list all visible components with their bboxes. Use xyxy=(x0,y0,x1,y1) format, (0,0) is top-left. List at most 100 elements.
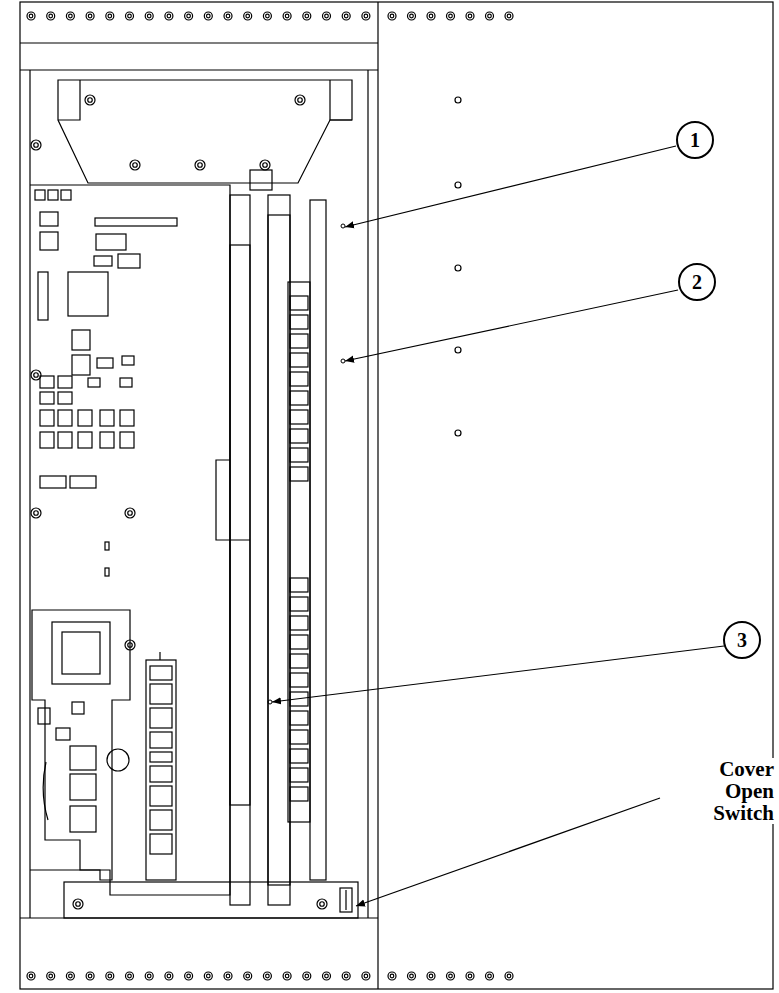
drawing-part xyxy=(88,98,93,103)
drawing-part xyxy=(128,511,133,516)
drawing-part xyxy=(325,974,329,978)
mount-hole xyxy=(341,224,345,228)
drawing-part xyxy=(40,376,54,388)
leader-line xyxy=(272,646,724,702)
drawing-part xyxy=(66,12,74,20)
processor-chip xyxy=(68,272,108,316)
drawing-part xyxy=(34,373,39,378)
drawing-part xyxy=(167,974,171,978)
drawing-part xyxy=(165,972,173,980)
drawing-part xyxy=(34,143,39,148)
component xyxy=(72,702,84,714)
drawing-part xyxy=(263,972,271,980)
drawing-part xyxy=(283,12,291,20)
drawing-part xyxy=(145,12,153,20)
drawing-part xyxy=(167,14,171,18)
component xyxy=(70,774,96,800)
component xyxy=(122,356,134,365)
drawing-part xyxy=(27,12,35,20)
drawing-part xyxy=(185,12,193,20)
drawing-part xyxy=(408,972,416,980)
drawing-part xyxy=(427,972,435,980)
drawing-part xyxy=(130,160,140,170)
drawing-part xyxy=(204,12,212,20)
chip xyxy=(96,234,126,250)
drawing-part xyxy=(505,12,513,20)
drawing-part xyxy=(455,347,461,353)
drawing-part xyxy=(150,834,172,854)
drawing-part xyxy=(362,12,370,20)
drawing-part xyxy=(120,432,134,448)
drawing-part xyxy=(226,14,230,18)
drawing-part xyxy=(100,410,114,426)
drawing-part xyxy=(204,972,212,980)
component xyxy=(88,378,100,387)
drawing-part xyxy=(303,12,311,20)
drawing-part xyxy=(455,347,461,353)
drawing-part xyxy=(290,391,308,405)
chip xyxy=(72,355,90,375)
drawing-part xyxy=(290,616,308,630)
drawing-part xyxy=(58,392,72,404)
drawing-part xyxy=(447,12,455,20)
drawing-part xyxy=(76,902,81,907)
clip xyxy=(250,170,272,190)
drawing-part xyxy=(455,182,461,188)
drawing-part xyxy=(290,410,308,424)
drawing-part xyxy=(317,899,327,909)
terminal-strip xyxy=(288,282,310,822)
drawing-part xyxy=(455,265,461,271)
drawing-part xyxy=(125,508,135,518)
drawing-part xyxy=(283,972,291,980)
drawing-part xyxy=(364,974,368,978)
drawing-part xyxy=(427,12,435,20)
drawing-part xyxy=(263,163,268,168)
dip-switch xyxy=(40,232,58,250)
drawing-part xyxy=(323,972,331,980)
drawing-part xyxy=(388,12,396,20)
drawing-part xyxy=(147,14,151,18)
drawing-part xyxy=(85,95,95,105)
drawing-part xyxy=(486,12,494,20)
drawing-part xyxy=(244,972,252,980)
drawing-part xyxy=(133,163,138,168)
drawing-part xyxy=(303,972,311,980)
drawing-part xyxy=(69,14,73,18)
drawing-part xyxy=(244,972,252,980)
drawing-part xyxy=(31,140,41,150)
drawing-part xyxy=(505,972,513,980)
drawing-part xyxy=(408,12,416,20)
drawing-part xyxy=(344,14,348,18)
drawing-part xyxy=(69,974,73,978)
drawing-part xyxy=(27,12,35,20)
drawing-part xyxy=(145,972,153,980)
drawing-part xyxy=(31,508,41,518)
drawing-part xyxy=(165,12,173,20)
transformer xyxy=(52,622,110,684)
drawing-part xyxy=(290,578,308,592)
drawing-part xyxy=(488,14,492,18)
led xyxy=(35,190,45,200)
drawing-part xyxy=(187,974,191,978)
component xyxy=(38,708,50,724)
drawing-part xyxy=(364,14,368,18)
drawing-part xyxy=(185,12,193,20)
callout-circle: 1 xyxy=(676,121,714,159)
drawing-part xyxy=(150,766,172,782)
connector xyxy=(38,272,48,320)
rod xyxy=(230,195,250,905)
drawing-part xyxy=(29,14,33,18)
drawing-part xyxy=(317,899,327,909)
drawing-part xyxy=(31,370,41,380)
drawing-part xyxy=(429,14,433,18)
drawing-part xyxy=(49,974,53,978)
relay-stack xyxy=(146,660,176,880)
drawing-part xyxy=(31,140,41,150)
drawing-part xyxy=(427,12,435,20)
component xyxy=(56,728,70,740)
drawing-part xyxy=(58,376,72,388)
mount-hole xyxy=(268,700,272,704)
drawing-part xyxy=(466,12,474,20)
